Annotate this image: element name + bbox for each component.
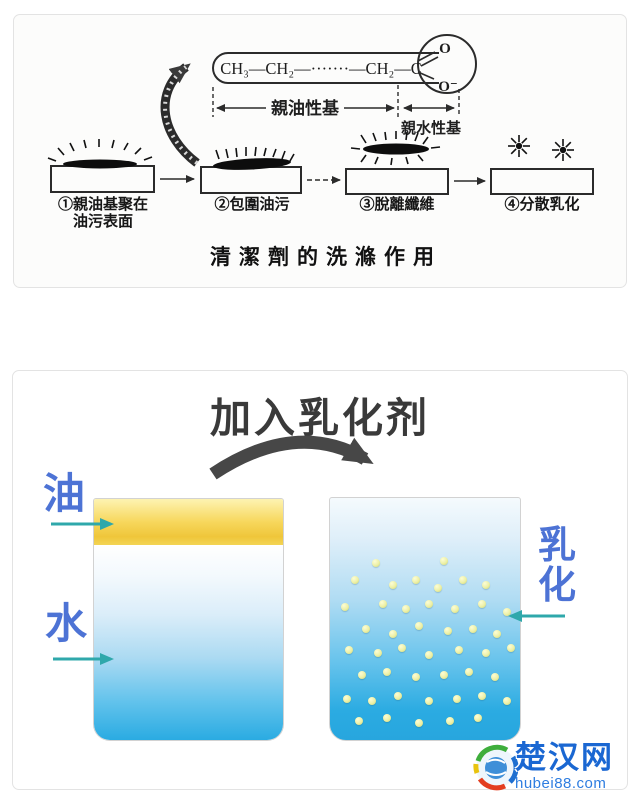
oil-droplet: [411, 576, 420, 585]
oil-droplet: [468, 624, 477, 633]
oil-droplet: [478, 600, 486, 609]
oil-droplet: [379, 600, 388, 609]
hydrophilic-group-label: 親水性基: [401, 119, 462, 137]
fabric-block-3: [345, 168, 449, 195]
oil-droplet: [373, 648, 382, 657]
oil-droplet: [451, 605, 460, 614]
beaker-emulsified: [329, 497, 521, 741]
oil-droplet: [415, 622, 424, 631]
oil-droplet: [424, 697, 433, 706]
step3-label: ③脫離纖維: [359, 195, 434, 213]
oil-droplet: [383, 714, 391, 723]
oil-droplet: [502, 607, 511, 616]
step4-label: ④分散乳化: [504, 195, 579, 213]
surfactant-molecule: CH₃—CH₂—·······—CH₂—C O O⁻: [212, 34, 477, 95]
oil-droplet: [445, 716, 454, 725]
site-watermark: 楚汉网 hubei88.com: [473, 740, 614, 792]
oil-droplet: [481, 648, 490, 657]
oil-blob-step3: [350, 131, 441, 166]
fabric-block-2: [200, 166, 302, 194]
oil-droplet: [502, 697, 511, 706]
step1-label-line1: ①親油基聚在: [58, 195, 148, 213]
oxygen-minus-label: O⁻: [438, 79, 458, 95]
oil-droplet: [341, 602, 350, 611]
oil-blob-step2: [213, 146, 295, 170]
lipophilic-group-label: 親油性基: [271, 98, 340, 118]
oil-droplet: [371, 559, 380, 568]
step2-label: ②包圍油污: [214, 195, 289, 213]
oil-droplet: [474, 714, 483, 723]
add-emulsifier-curved-arrow: [209, 435, 374, 480]
oxygen-double-bond-label: O: [439, 41, 451, 57]
fabric-block-1: [50, 165, 155, 193]
emulsification-panel: 加入乳化剂 油 水 乳化: [12, 370, 628, 790]
oil-droplet: [402, 605, 410, 614]
emulsified-droplets-layer: [330, 498, 520, 740]
water-label: 水: [45, 600, 88, 647]
oil-droplet: [481, 581, 490, 590]
oil-droplet: [443, 627, 452, 636]
site-logo-icon: [473, 744, 519, 791]
site-name-block: 楚汉网 hubei88.com: [515, 740, 614, 792]
micelles-step4: [507, 134, 575, 162]
oil-droplet: [506, 644, 515, 653]
site-name: 楚汉网: [515, 740, 614, 775]
emulsion-label: 乳化: [537, 525, 576, 607]
beaker-oil-water: [93, 498, 284, 741]
oil-droplet: [398, 644, 407, 653]
oil-droplet: [343, 694, 352, 703]
oil-droplet: [383, 668, 391, 677]
diagram-caption: 清潔劑的洗滌作用: [210, 245, 442, 269]
oil-droplet: [415, 719, 424, 728]
oil-droplet: [440, 670, 448, 679]
step1-label-line2: 油污表面: [73, 212, 133, 230]
oil-droplet: [350, 576, 359, 585]
oil-droplet: [424, 651, 433, 660]
oil-layer: [94, 499, 283, 545]
oil-droplet: [367, 697, 376, 706]
oil-droplet: [478, 692, 486, 701]
oil-droplet: [424, 600, 433, 609]
detergent-action-diagram: CH₃—CH₂—·······—CH₂—C O O⁻ 親油性基 親水性基: [47, 34, 594, 269]
fabric-block-4: [490, 168, 594, 195]
group-step-arrows: [160, 175, 486, 185]
oil-droplet: [362, 624, 371, 633]
oil-droplet: [464, 668, 473, 677]
oil-droplet: [411, 673, 420, 682]
oil-droplet: [394, 692, 403, 701]
oil-droplet: [493, 629, 502, 638]
group-step-labels: ①親油基聚在 油污表面 ②包圍油污 ③脫離纖維 ④分散乳化: [58, 195, 580, 230]
site-url: hubei88.com: [515, 774, 607, 792]
oil-droplet: [388, 629, 397, 638]
group-rulers: 親油性基 親水性基: [212, 85, 462, 137]
oil-droplet: [434, 583, 443, 592]
group-fabric-blocks: [50, 165, 594, 195]
oil-droplet: [388, 581, 397, 590]
oil-label: 油: [43, 470, 86, 517]
water-layer: [94, 545, 283, 740]
molecule-chain-formula: CH₃—CH₂—·······—CH₂—C: [220, 59, 422, 78]
oil-droplet: [453, 694, 462, 703]
detergent-action-panel: CH₃—CH₂—·······—CH₂—C O O⁻ 親油性基 親水性基: [13, 14, 627, 288]
oil-droplet: [455, 646, 464, 655]
oil-droplet: [354, 716, 363, 725]
zoom-curved-arrow: [160, 63, 200, 167]
oil-droplet: [358, 670, 367, 679]
oil-droplet: [459, 576, 467, 585]
oil-droplet: [345, 646, 353, 655]
emulsifier-title: 加入乳化剂: [210, 395, 430, 441]
oil-droplet: [440, 556, 448, 565]
oil-blob-step1: [47, 139, 153, 169]
oil-droplet: [491, 673, 500, 682]
